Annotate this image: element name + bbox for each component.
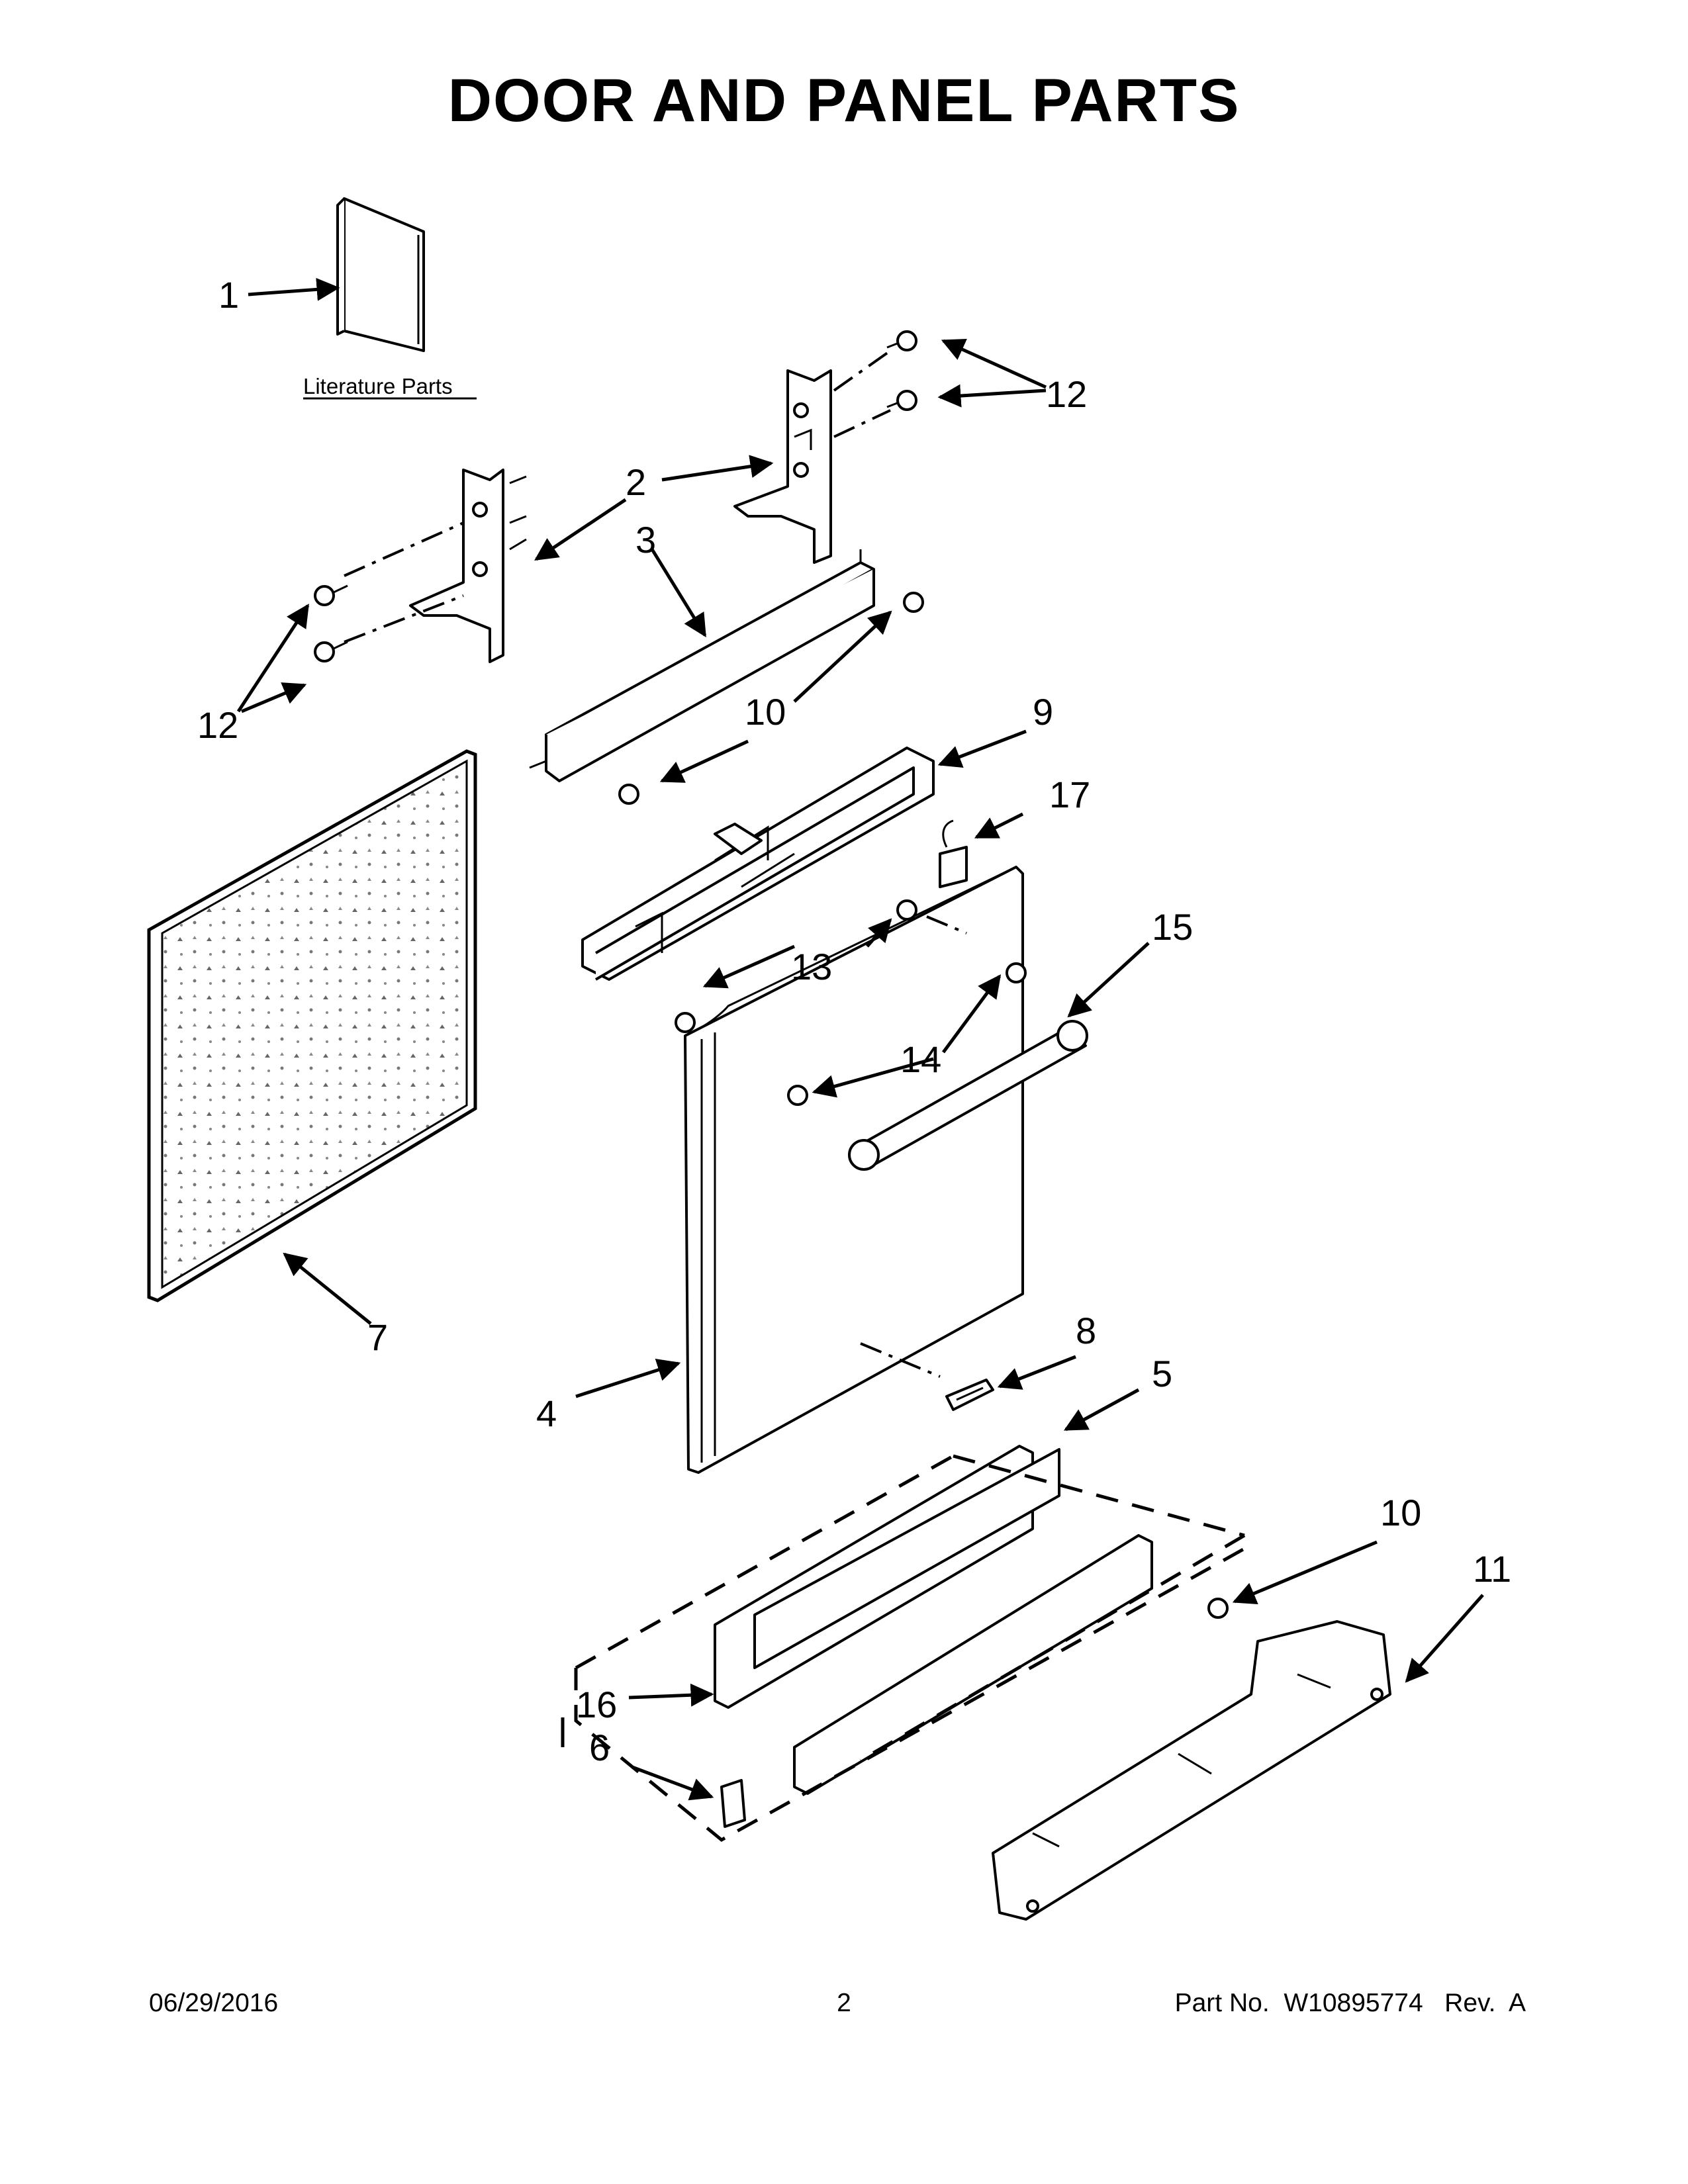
callout-15: 15	[1152, 906, 1193, 948]
callout-3: 3	[635, 519, 656, 561]
hinge-bracket-right	[733, 369, 832, 564]
callout-4: 4	[536, 1392, 557, 1434]
outer-door-panel	[684, 866, 1024, 1474]
control-console	[581, 747, 935, 981]
inner-door-panel	[147, 749, 477, 1302]
footer-part-number: Part No. W10895774 Rev. A	[1174, 1989, 1526, 2017]
screws	[314, 330, 1229, 1619]
literature-parts-label: Literature Parts	[303, 374, 453, 398]
door-handle	[848, 1020, 1088, 1171]
callout-17: 17	[1049, 774, 1090, 815]
assembly-guide-lines	[344, 349, 967, 1378]
literature-booklet	[336, 197, 425, 352]
door-badge	[945, 1379, 994, 1411]
hinge-bracket-left	[409, 469, 527, 663]
callout-5: 5	[1152, 1353, 1172, 1394]
callout-10-bottom: 10	[1380, 1492, 1421, 1533]
callout-1: 1	[218, 274, 239, 316]
callout-7: 7	[367, 1316, 388, 1358]
callout-6: 6	[589, 1727, 610, 1768]
callout-11: 11	[1473, 1548, 1511, 1590]
toe-kick-assembly	[574, 1445, 1246, 1843]
page-title: DOOR AND PANEL PARTS	[447, 67, 1241, 134]
callout-12-left: 12	[197, 704, 238, 746]
callout-13: 13	[791, 946, 832, 987]
toe-kick-panel	[992, 1620, 1391, 1921]
clip	[720, 1779, 746, 1828]
door-sensor	[939, 819, 968, 888]
footer-date: 06/29/2016	[149, 1989, 279, 2017]
leader-arrows	[236, 277, 1484, 1801]
footer-page-number: 2	[837, 1989, 851, 2017]
callout-14: 14	[900, 1038, 941, 1080]
callout-10-top: 10	[745, 691, 786, 733]
callout-9: 9	[1033, 691, 1053, 733]
callout-2: 2	[626, 461, 646, 503]
callout-12-right: 12	[1046, 373, 1087, 415]
top-rail	[529, 549, 875, 782]
callout-16: 16	[576, 1684, 617, 1725]
callout-8: 8	[1076, 1310, 1096, 1351]
